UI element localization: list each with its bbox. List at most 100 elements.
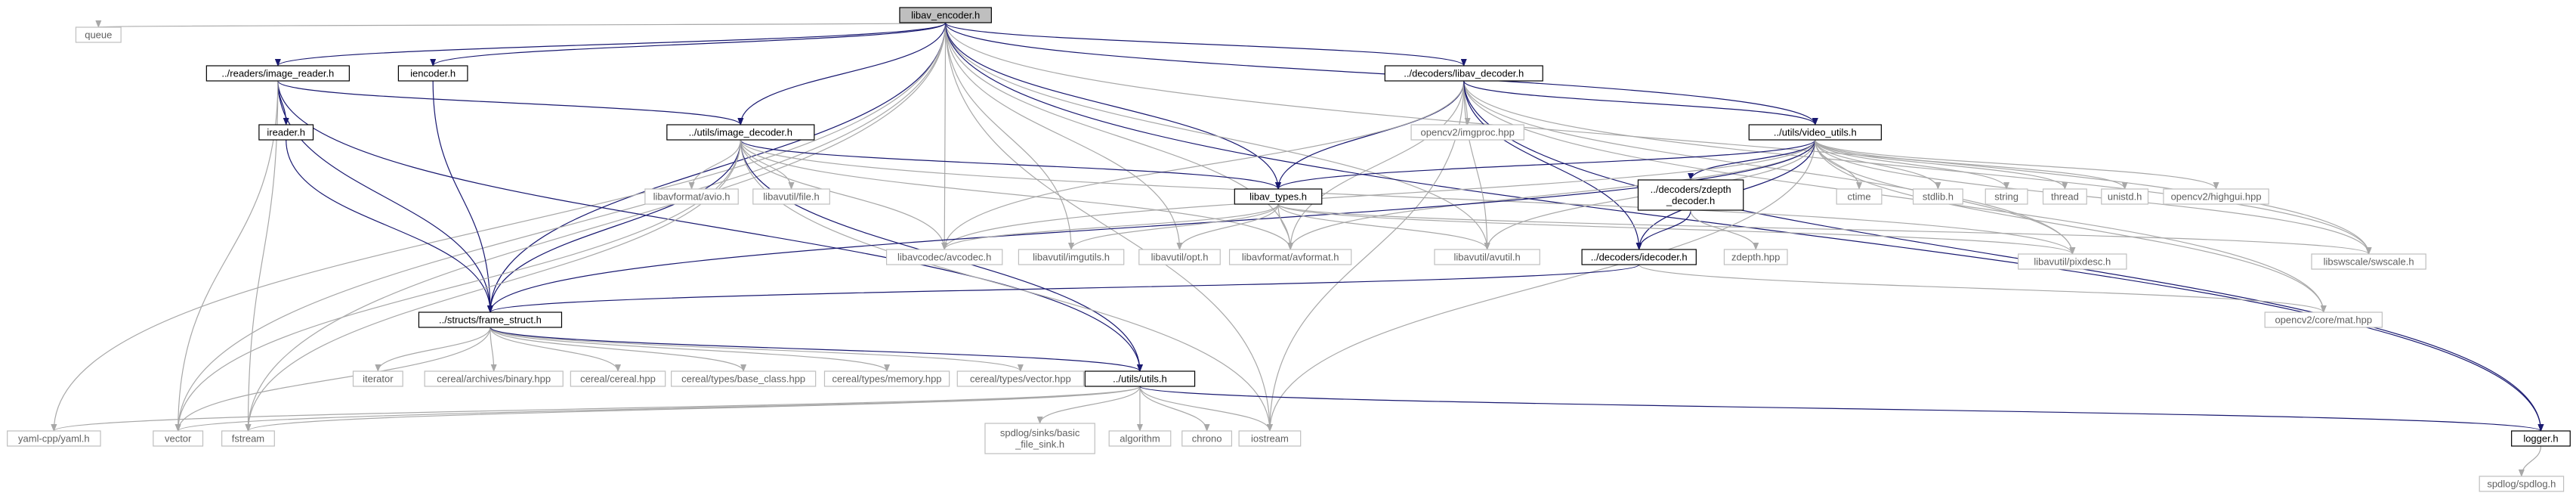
edge-readers-image-reader-h-to-vector — [175, 80, 279, 432]
node-libswscale-swscale-h: libswscale/swscale.h — [2311, 253, 2426, 270]
edge-libav-types-h-to-libavutil-imgutils-h — [1068, 203, 1279, 250]
edge-decoders-idecoder-h-to-structs-frame-struct-h — [487, 264, 1640, 313]
node-box — [823, 370, 950, 387]
node-box — [1434, 249, 1540, 265]
node-box — [570, 370, 666, 387]
edge-utils-video-utils-h-to-opencv2-highgui-hpp — [1815, 139, 2219, 190]
node-utils-utils-h[interactable]: ../utils/utils.h — [1084, 370, 1196, 387]
node-spdlog-spdlog-h: spdlog/spdlog.h — [2479, 476, 2565, 492]
edge-structs-frame-struct-h-to-utils-utils-h — [490, 327, 1143, 372]
node-box — [984, 423, 1095, 454]
edge-libav-encoder-h-to-vector — [175, 22, 947, 432]
node-libav-types-h[interactable]: libav_types.h — [1234, 188, 1323, 205]
node-decoders-libav-decoder-h[interactable]: ../decoders/libav_decoder.h — [1384, 65, 1543, 82]
edge-readers-image-reader-h-to-fstream — [245, 80, 279, 432]
node-box — [205, 65, 350, 82]
edge-utils-video-utils-h-to-libswscale-swscale-h — [1815, 139, 2372, 255]
node-label: iterator — [363, 373, 394, 385]
node-box — [2311, 253, 2426, 270]
node-unistd-h: unistd.h — [2101, 188, 2149, 205]
edge-libav-types-h-to-libavutil-opt-h — [1176, 203, 1279, 250]
edge-libav-encoder-h-to-fstream — [245, 22, 947, 432]
node-ireader-h[interactable]: ireader.h — [258, 124, 314, 141]
edge-utils-video-utils-h-to-string — [1815, 139, 2010, 190]
node-vector: vector — [153, 430, 204, 447]
node-box — [1637, 179, 1744, 211]
node-cereal-cereal-hpp: cereal/cereal.hpp — [570, 370, 666, 387]
edge-libav-types-h-to-libswscale-swscale-h — [1277, 203, 2372, 255]
edge-libav-encoder-h-to-readers-image-reader-h — [275, 22, 947, 67]
node-box — [752, 188, 830, 205]
node-label: libav_encoder.h — [911, 10, 980, 21]
edge-structs-frame-struct-h-to-iterator — [375, 327, 491, 372]
node-label: ../readers/image_reader.h — [221, 68, 334, 79]
edge-utils-image-decoder-h-to-structs-frame-struct-h — [486, 139, 741, 313]
edge-libav-encoder-h-to-libav-types-h — [945, 22, 1281, 190]
node-label: iostream — [1251, 433, 1289, 445]
edge-decoders-zdepth-decoder-h-to-zdepth-hpp — [1690, 209, 1759, 250]
edge-utils-image-decoder-h-to-fstream — [245, 139, 741, 432]
edge-decoders-libav-decoder-h-to-decoders-idecoder-h — [1463, 80, 1642, 250]
edge-decoders-libav-decoder-h-to-logger-h — [1463, 80, 2544, 432]
node-utils-video-utils-h[interactable]: ../utils/video_utils.h — [1748, 124, 1882, 141]
edge-utils-image-decoder-h-to-libavutil-file-h — [740, 139, 795, 190]
node-label: ireader.h — [267, 127, 305, 138]
edge-readers-image-reader-h-to-utils-utils-h — [277, 80, 1143, 372]
edge-libav-encoder-h-to-libavcodec-avcodec-h — [941, 22, 948, 250]
node-label: ctime — [1848, 191, 1871, 203]
node-box — [2042, 188, 2087, 205]
edge-utils-video-utils-h-to-iostream — [1266, 139, 1816, 432]
node-label: libavutil/file.h — [763, 191, 819, 203]
edge-utils-image-decoder-h-to-libav-types-h — [740, 139, 1281, 190]
edge-decoders-libav-decoder-h-to-libavutil-pixdesc-h — [1463, 80, 2076, 255]
node-libav-encoder-h[interactable]: libav_encoder.h — [899, 7, 992, 23]
node-label: libavformat/avformat.h — [1242, 252, 1339, 263]
node-label: ../decoders/libav_decoder.h — [1404, 68, 1524, 79]
edge-utils-video-utils-h-to-thread — [1815, 139, 2068, 190]
edge-utils-utils-h-to-yaml-cpp-yaml-h — [51, 386, 1141, 432]
node-label: libav_types.h — [1249, 191, 1307, 203]
node-box — [1228, 249, 1352, 265]
node-label: spdlog/spdlog.h — [2487, 479, 2556, 490]
node-box — [418, 311, 563, 328]
edge-utils-video-utils-h-to-unistd-h — [1815, 139, 2128, 190]
node-iostream: iostream — [1238, 430, 1302, 447]
node-box — [1384, 65, 1543, 82]
node-label: queue — [85, 29, 112, 41]
edge-layer — [51, 20, 2544, 477]
node-box — [1181, 430, 1233, 447]
node-box — [1913, 188, 1963, 205]
node-logger-h[interactable]: logger.h — [2511, 430, 2571, 447]
node-box — [671, 370, 817, 387]
edge-utils-video-utils-h-to-libavcodec-avcodec-h — [941, 139, 1816, 250]
edge-utils-image-decoder-h-to-libavformat-avformat-h — [740, 139, 1294, 250]
edge-libav-types-h-to-libavutil-pixdesc-h — [1277, 203, 2076, 255]
edge-structs-frame-struct-h-to-cereal-archives-binary-hpp — [490, 327, 497, 372]
node-decoders-zdepth-decoder-h[interactable]: ../decoders/zdepth_decoder.h — [1637, 179, 1744, 211]
node-label: stdlib.h — [1923, 191, 1954, 203]
edge-utils-video-utils-h-to-opencv2-core-mat-hpp — [1815, 139, 2327, 313]
node-decoders-idecoder-h[interactable]: ../decoders/idecoder.h — [1581, 249, 1697, 265]
edge-libav-encoder-h-to-utils-video-utils-h — [945, 22, 1818, 126]
edge-readers-image-reader-h-to-structs-frame-struct-h — [277, 80, 493, 313]
node-libavcodec-avcodec-h: libavcodec/avcodec.h — [885, 249, 1003, 265]
node-label: libavutil/imgutils.h — [1033, 252, 1110, 263]
edge-libav-encoder-h-to-decoders-libav-decoder-h — [945, 22, 1467, 67]
node-box — [899, 7, 992, 23]
node-box — [2101, 188, 2149, 205]
edge-readers-image-reader-h-to-utils-image-decoder-h — [277, 80, 744, 126]
node-label: cereal/types/vector.hpp — [970, 373, 1071, 385]
node-cereal-archives-binary-hpp: cereal/archives/binary.hpp — [424, 370, 564, 387]
node-readers-image-reader-h[interactable]: ../readers/image_reader.h — [205, 65, 350, 82]
node-fstream: fstream — [221, 430, 275, 447]
node-utils-image-decoder-h[interactable]: ../utils/image_decoder.h — [666, 124, 815, 141]
node-structs-frame-struct-h[interactable]: ../structs/frame_struct.h — [418, 311, 563, 328]
node-iencoder-h[interactable]: iencoder.h — [397, 65, 468, 82]
node-label: fstream — [232, 433, 264, 445]
edge-libav-types-h-to-libavcodec-avcodec-h — [941, 203, 1279, 250]
node-label: _file_sink.h — [1015, 438, 1064, 450]
edge-libav-encoder-h-to-libavformat-avformat-h — [945, 22, 1294, 250]
edge-utils-utils-h-to-logger-h — [1139, 386, 2544, 432]
edge-structs-frame-struct-h-to-cereal-cereal-hpp — [490, 327, 621, 372]
